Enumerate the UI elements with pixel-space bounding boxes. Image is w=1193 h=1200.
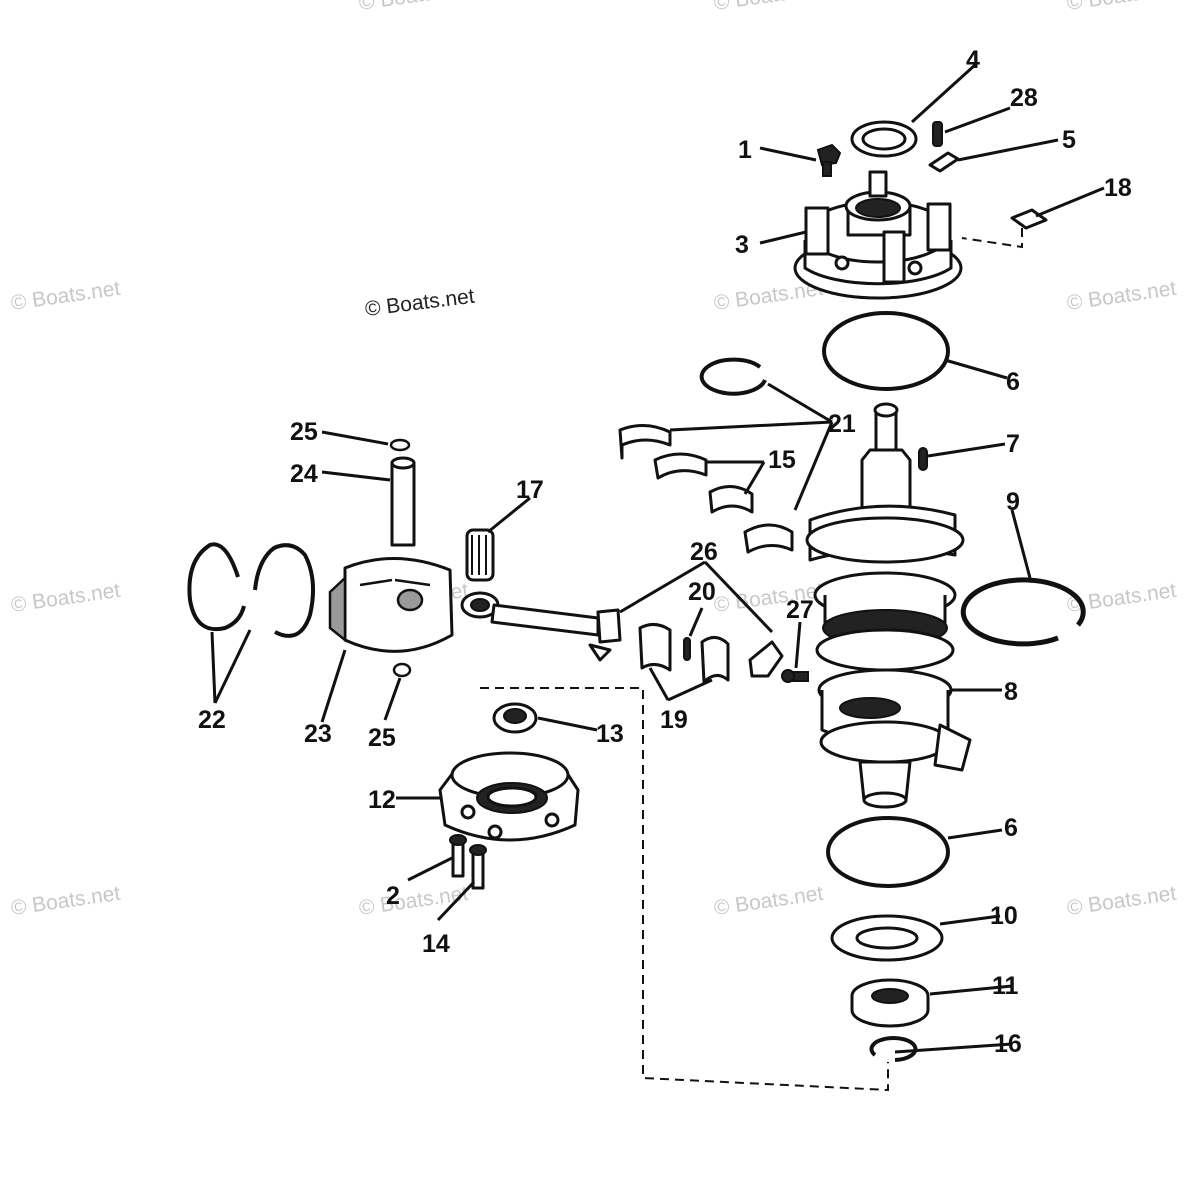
watermark: © Boats.net	[9, 579, 121, 617]
callout-24: 24	[290, 460, 318, 488]
callout-18: 18	[1104, 174, 1132, 202]
part-13-seal	[492, 702, 538, 734]
callout-13: 13	[596, 720, 624, 748]
leader-lines	[210, 63, 1105, 1054]
part-23-piston	[328, 556, 454, 653]
callout-16: 16	[994, 1030, 1022, 1058]
part-20-roller	[683, 637, 691, 661]
callout-2: 2	[386, 882, 400, 910]
watermark: © Boats.net	[9, 277, 121, 315]
callout-11: 11	[992, 972, 1019, 1000]
part-24-piston-pin	[390, 456, 416, 547]
callout-7: 7	[1006, 430, 1020, 458]
watermark: © Boats.net	[9, 882, 121, 920]
watermark: © Boats.net	[1065, 277, 1177, 315]
part-6-o-ring	[822, 311, 950, 391]
callout-14: 14	[422, 930, 450, 958]
part-16-retaining-ring	[869, 1036, 918, 1062]
watermark: © Boats.net	[1065, 0, 1177, 15]
callout-6: 6	[1004, 814, 1018, 842]
part-10-thrust-plate	[830, 914, 944, 962]
callout-27: 27	[786, 596, 814, 624]
callout-6: 6	[1006, 368, 1020, 396]
part-3-upper-bearing-housing	[793, 170, 963, 300]
part-25-piston-pin-retainer	[392, 662, 412, 678]
part-11-ball-bearing	[850, 978, 930, 1028]
watermark: © Boats.net	[357, 0, 469, 15]
part-8-crankshaft	[805, 402, 972, 809]
part-17-needle-bearing	[465, 528, 495, 582]
part-21-bearing-half	[618, 424, 672, 460]
part-26-rod-cap	[748, 640, 784, 678]
watermark: © Boats.net	[712, 0, 824, 15]
part-25-piston-pin-retainer	[389, 438, 411, 452]
callout-22: 22	[198, 706, 226, 734]
callout-26: 26	[690, 538, 718, 566]
callout-5: 5	[1062, 126, 1076, 154]
part-2-screw	[449, 834, 467, 878]
callout-23: 23	[304, 720, 332, 748]
part-connecting-rod	[460, 591, 622, 662]
watermark: © Boats.net	[712, 882, 824, 920]
part-19-bearing-cage	[638, 623, 672, 672]
part-12-lower-bearing-housing	[438, 751, 580, 842]
part-22-piston-ring	[187, 542, 246, 632]
part-14-lockwasher	[469, 844, 487, 890]
callout-9: 9	[1006, 488, 1020, 516]
part-28-pin	[932, 121, 943, 147]
part-19-bearing-cage	[700, 636, 730, 684]
callout-12: 12	[368, 786, 396, 814]
watermark: © Boats.net	[1065, 882, 1177, 920]
part-21-retainer-ring	[699, 357, 767, 396]
callout-10: 10	[990, 902, 1018, 930]
part-5-clip	[928, 151, 960, 173]
callout-3: 3	[735, 231, 749, 259]
callout-25: 25	[290, 418, 318, 446]
part-15-bearing-cage	[708, 485, 754, 514]
callout-1: 1	[738, 136, 752, 164]
callout-25: 25	[368, 724, 396, 752]
part-6-o-ring	[826, 816, 950, 888]
part-15-bearing-cage	[653, 452, 708, 480]
part-21-bearing-half	[743, 523, 794, 554]
callout-15: 15	[768, 446, 796, 474]
callout-21: 21	[828, 410, 856, 438]
callout-8: 8	[1004, 678, 1018, 706]
callout-20: 20	[688, 578, 716, 606]
callout-4: 4	[966, 46, 980, 74]
callout-17: 17	[516, 476, 544, 504]
part-4-seal	[850, 120, 918, 158]
watermark: © Boats.net	[357, 882, 469, 920]
part-22-piston-ring	[253, 543, 316, 638]
callout-28: 28	[1010, 84, 1038, 112]
part-9-retaining-ring	[960, 577, 1086, 647]
part-27-rod-cap-screw	[781, 669, 809, 683]
callout-19: 19	[660, 706, 688, 734]
copyright-label: © Boats.net	[364, 285, 476, 321]
part-1-screw	[816, 143, 842, 177]
